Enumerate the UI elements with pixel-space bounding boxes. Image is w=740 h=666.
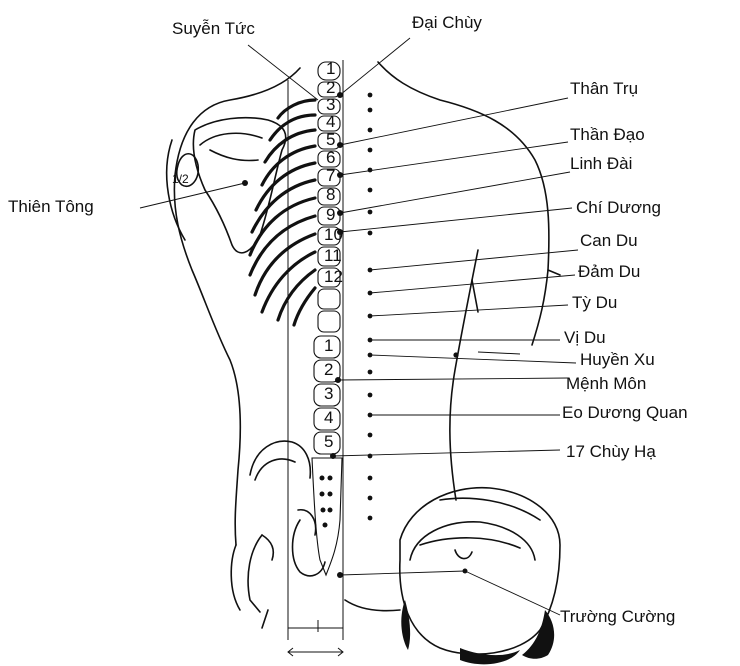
svg-text:1: 1 (324, 336, 333, 355)
pelvis (231, 441, 325, 628)
label-than-tru: Thân Trụ (570, 79, 638, 98)
svg-text:5: 5 (324, 432, 333, 451)
label-than-dao: Thần Đạo (570, 125, 645, 144)
svg-text:4: 4 (324, 408, 333, 427)
svg-text:1: 1 (326, 59, 335, 78)
svg-text:3: 3 (324, 384, 333, 403)
label-huyen-xu: Huyền Xu (580, 350, 655, 369)
svg-text:9: 9 (326, 205, 335, 224)
acupoints (330, 92, 459, 578)
label-17-chuy-ha: 17 Chùy Hạ (566, 442, 656, 461)
label-menh-mon: Mệnh Môn (566, 374, 646, 393)
svg-text:5: 5 (326, 130, 335, 149)
label-vi-du: Vị Du (564, 328, 606, 347)
svg-text:11: 11 (324, 246, 342, 265)
measure-arrow (288, 620, 343, 656)
svg-text:2: 2 (324, 360, 333, 379)
svg-text:4: 4 (326, 112, 335, 131)
label-suyen-tuc: Suyễn Tức (172, 19, 255, 38)
svg-text:6: 6 (326, 148, 335, 167)
ribcage (250, 100, 315, 325)
label-dai-chuy: Đại Chùy (412, 13, 482, 32)
point-labels: Suyễn Tức Đại Chùy Thân Trụ Thần Đạo Lin… (8, 13, 688, 626)
label-thien-tong: Thiên Tông (8, 197, 94, 216)
buttocks (400, 488, 560, 665)
label-truong-cuong: Trường Cường (560, 607, 675, 626)
svg-text:7: 7 (326, 166, 335, 185)
label-chi-duong: Chí Dương (576, 198, 661, 217)
scapula-mark: 1/2 (172, 172, 189, 186)
lumbar-numbers: 1 2 3 4 5 (324, 336, 333, 451)
label-dam-du: Đảm Du (578, 262, 640, 281)
svg-text:12: 12 (324, 267, 343, 286)
body-outline (167, 62, 560, 611)
svg-text:8: 8 (326, 185, 335, 204)
label-eo-duong-quan: Eo Dương Quan (562, 403, 688, 422)
scapula (177, 118, 286, 253)
label-can-du: Can Du (580, 231, 638, 250)
label-ty-du: Tỳ Du (572, 293, 617, 312)
label-linh-dai: Linh Đài (570, 154, 632, 173)
